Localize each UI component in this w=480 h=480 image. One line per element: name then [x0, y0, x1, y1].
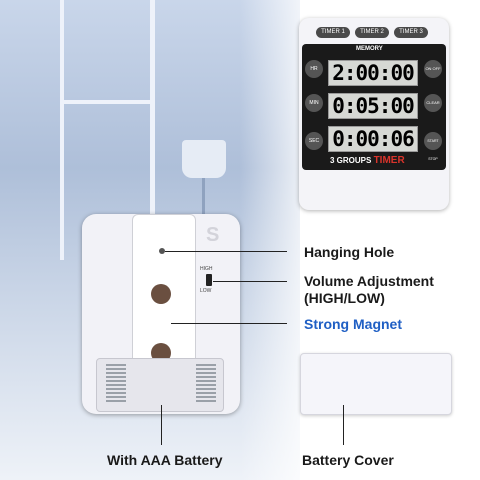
clear-button[interactable]: CLEAR: [424, 94, 442, 112]
window-frame: [60, 100, 155, 104]
window-frame: [150, 0, 155, 260]
lamp-pole: [202, 178, 205, 238]
hanging-hole: [159, 248, 165, 254]
battery-spring-right: [196, 364, 216, 404]
brand-prefix: 3 GROUPS: [330, 156, 372, 165]
display-timer-3: 0:00:06: [328, 126, 418, 152]
magnet-top: [151, 284, 171, 304]
callout-line-cover-vert: [343, 405, 344, 445]
brand-word: TIMER: [373, 155, 405, 166]
lamp-shade: [182, 140, 226, 178]
callout-battery: With AAA Battery: [107, 452, 223, 468]
display-timer-2: 0:05:00: [328, 93, 418, 119]
callout-hanging-hole: Hanging Hole: [304, 244, 395, 260]
switch-low-label: LOW: [200, 288, 212, 294]
window-frame: [60, 0, 64, 260]
callout-line-volume: [213, 281, 287, 282]
hr-button[interactable]: HR: [305, 60, 323, 78]
switch-high-label: HIGH: [200, 266, 213, 272]
callout-magnet: Strong Magnet: [304, 316, 402, 332]
sec-button[interactable]: SEC: [305, 132, 323, 150]
watermark-logo: S: [206, 224, 220, 246]
callout-volume-line2: (HIGH/LOW): [304, 290, 385, 306]
battery-cover: [300, 353, 452, 415]
min-button[interactable]: MIN: [305, 94, 323, 112]
memory-label: MEMORY: [356, 46, 383, 52]
start-stop-button[interactable]: START STOP: [424, 132, 442, 161]
callout-line-hole: [165, 251, 287, 252]
callout-cover: Battery Cover: [302, 452, 394, 468]
timer-1-button[interactable]: TIMER 1: [316, 27, 350, 38]
volume-switch[interactable]: [206, 274, 212, 286]
callout-volume-line1: Volume Adjustment: [304, 273, 434, 289]
battery-spring-left: [106, 364, 126, 404]
brand-label: 3 GROUPS TIMER: [330, 155, 405, 166]
timer-3-button[interactable]: TIMER 3: [394, 27, 428, 38]
display-timer-1: 2:00:00: [328, 60, 418, 86]
on-off-button[interactable]: ON OFF: [424, 60, 442, 78]
timer-2-button[interactable]: TIMER 2: [355, 27, 389, 38]
callout-line-battery-vert: [161, 405, 162, 445]
callout-line-magnet: [171, 323, 287, 324]
